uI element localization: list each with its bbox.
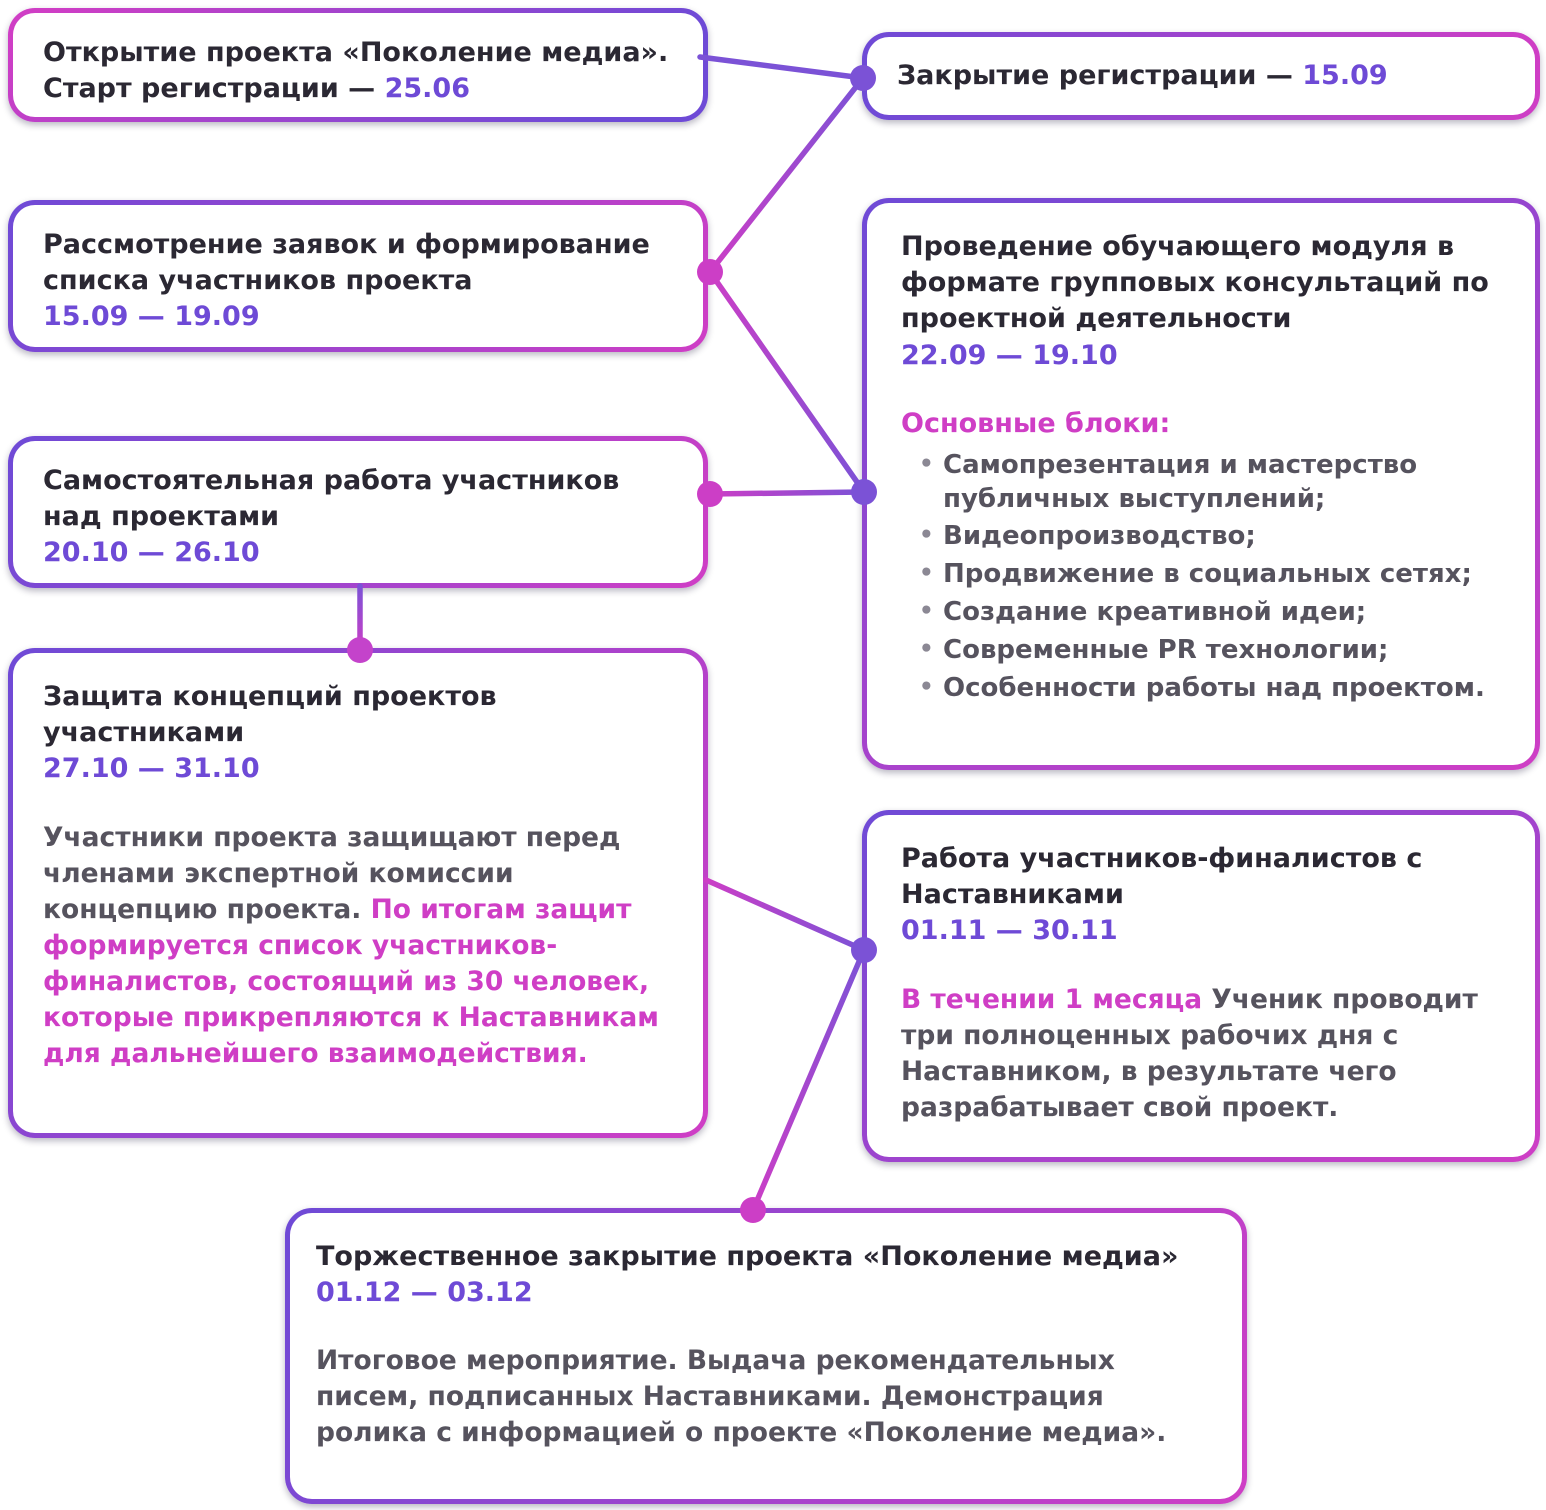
stage-card-content: Проведение обучающего модуля в формате г…	[867, 203, 1535, 765]
stage-date: 15.09	[1302, 59, 1388, 91]
stage-title: Работа участников-финалистов с Наставник…	[901, 843, 1423, 911]
list-item: Продвижение в социальных сетях;	[917, 558, 1491, 592]
stage-card-content: Работа участников-финалистов с Наставник…	[867, 815, 1535, 1157]
stage-date: 15.09 — 19.09	[43, 301, 260, 333]
stage-card-training-module: Проведение обучающего модуля в формате г…	[862, 198, 1540, 770]
stage-date: 25.06	[384, 73, 470, 105]
stage-card-application-review: Рассмотрение заявок и формирование списк…	[8, 200, 708, 352]
connector-line	[703, 877, 867, 953]
list-item: Самопрезентация и мастерство публичных в…	[917, 449, 1491, 517]
stage-title-line2: Старт регистрации —	[43, 73, 385, 105]
stage-title: Проведение обучающего модуля в формате г…	[901, 231, 1489, 335]
stage-title: Открытие проекта «Поколение медиа». Стар…	[43, 35, 673, 107]
stage-card-content: Защита концепций проектов участниками 27…	[13, 653, 703, 1133]
stage-card-project-closing: Торжественное закрытие проекта «Поколени…	[285, 1208, 1247, 1504]
stage-description-highlight: В течении 1 месяца	[901, 983, 1212, 1015]
stage-description: Участники проекта защищают перед членами…	[43, 820, 673, 1072]
stage-title: Закрытие регистрации — 15.09	[897, 58, 1388, 94]
list-item: Создание креативной идеи;	[917, 596, 1491, 630]
list-item: Видеопроизводство;	[917, 520, 1491, 554]
stage-card-content: Торжественное закрытие проекта «Поколени…	[290, 1213, 1242, 1499]
stage-card-registration-close: Закрытие регистрации — 15.09	[862, 32, 1540, 120]
list-item: Особенности работы над проектом.	[917, 672, 1491, 706]
list-item: Современные PR технологии;	[917, 634, 1491, 668]
stage-title-text: Закрытие регистрации —	[897, 59, 1303, 91]
stage-date: 01.11 — 30.11	[901, 915, 1118, 947]
connector-line	[707, 489, 867, 497]
stage-description: Итоговое мероприятие. Выдача рекомендате…	[316, 1345, 1167, 1449]
stage-card-content: Закрытие регистрации — 15.09	[867, 37, 1535, 115]
connector-line	[707, 269, 867, 495]
stage-title: Торжественное закрытие проекта «Поколени…	[316, 1241, 1179, 1272]
stage-card-project-opening: Открытие проекта «Поколение медиа». Стар…	[8, 8, 708, 122]
stage-date: 20.10 — 26.10	[43, 537, 260, 569]
stage-title: Рассмотрение заявок и формирование списк…	[43, 229, 650, 297]
stage-title: Самостоятельная работа участников над пр…	[43, 465, 620, 533]
stage-description-text: Участники проекта защищают перед членами…	[43, 821, 621, 925]
stage-description-text: Ученик проводит три полноценных рабочих …	[901, 983, 1478, 1123]
stage-date: 27.10 — 31.10	[43, 753, 260, 785]
stage-title: Защита концепций проектов участниками	[43, 681, 497, 749]
stage-card-mentor-work: Работа участников-финалистов с Наставник…	[862, 810, 1540, 1162]
connector-line	[697, 54, 866, 81]
stage-card-content: Открытие проекта «Поколение медиа». Стар…	[13, 13, 703, 117]
stage-description-highlight: По итогам защит формируется список участ…	[43, 893, 659, 1069]
stage-card-content: Рассмотрение заявок и формирование списк…	[13, 205, 703, 347]
stage-title-line1: Открытие проекта «Поколение медиа».	[43, 37, 669, 68]
stage-card-concept-defense: Защита концепций проектов участниками 27…	[8, 648, 708, 1138]
stage-card-content: Самостоятельная работа участников над пр…	[13, 441, 703, 583]
connector-line	[750, 947, 867, 1213]
stage-date: 22.09 — 19.10	[901, 339, 1118, 371]
stage-description: В течении 1 месяца Ученик проводит три п…	[901, 982, 1501, 1126]
stage-subheading: Основные блоки:	[901, 407, 1171, 439]
connector-line	[707, 75, 866, 275]
stage-date: 01.12 — 03.12	[316, 1277, 533, 1309]
training-blocks-list: Самопрезентация и мастерство публичных в…	[901, 449, 1501, 706]
stage-card-independent-work: Самостоятельная работа участников над пр…	[8, 436, 708, 588]
